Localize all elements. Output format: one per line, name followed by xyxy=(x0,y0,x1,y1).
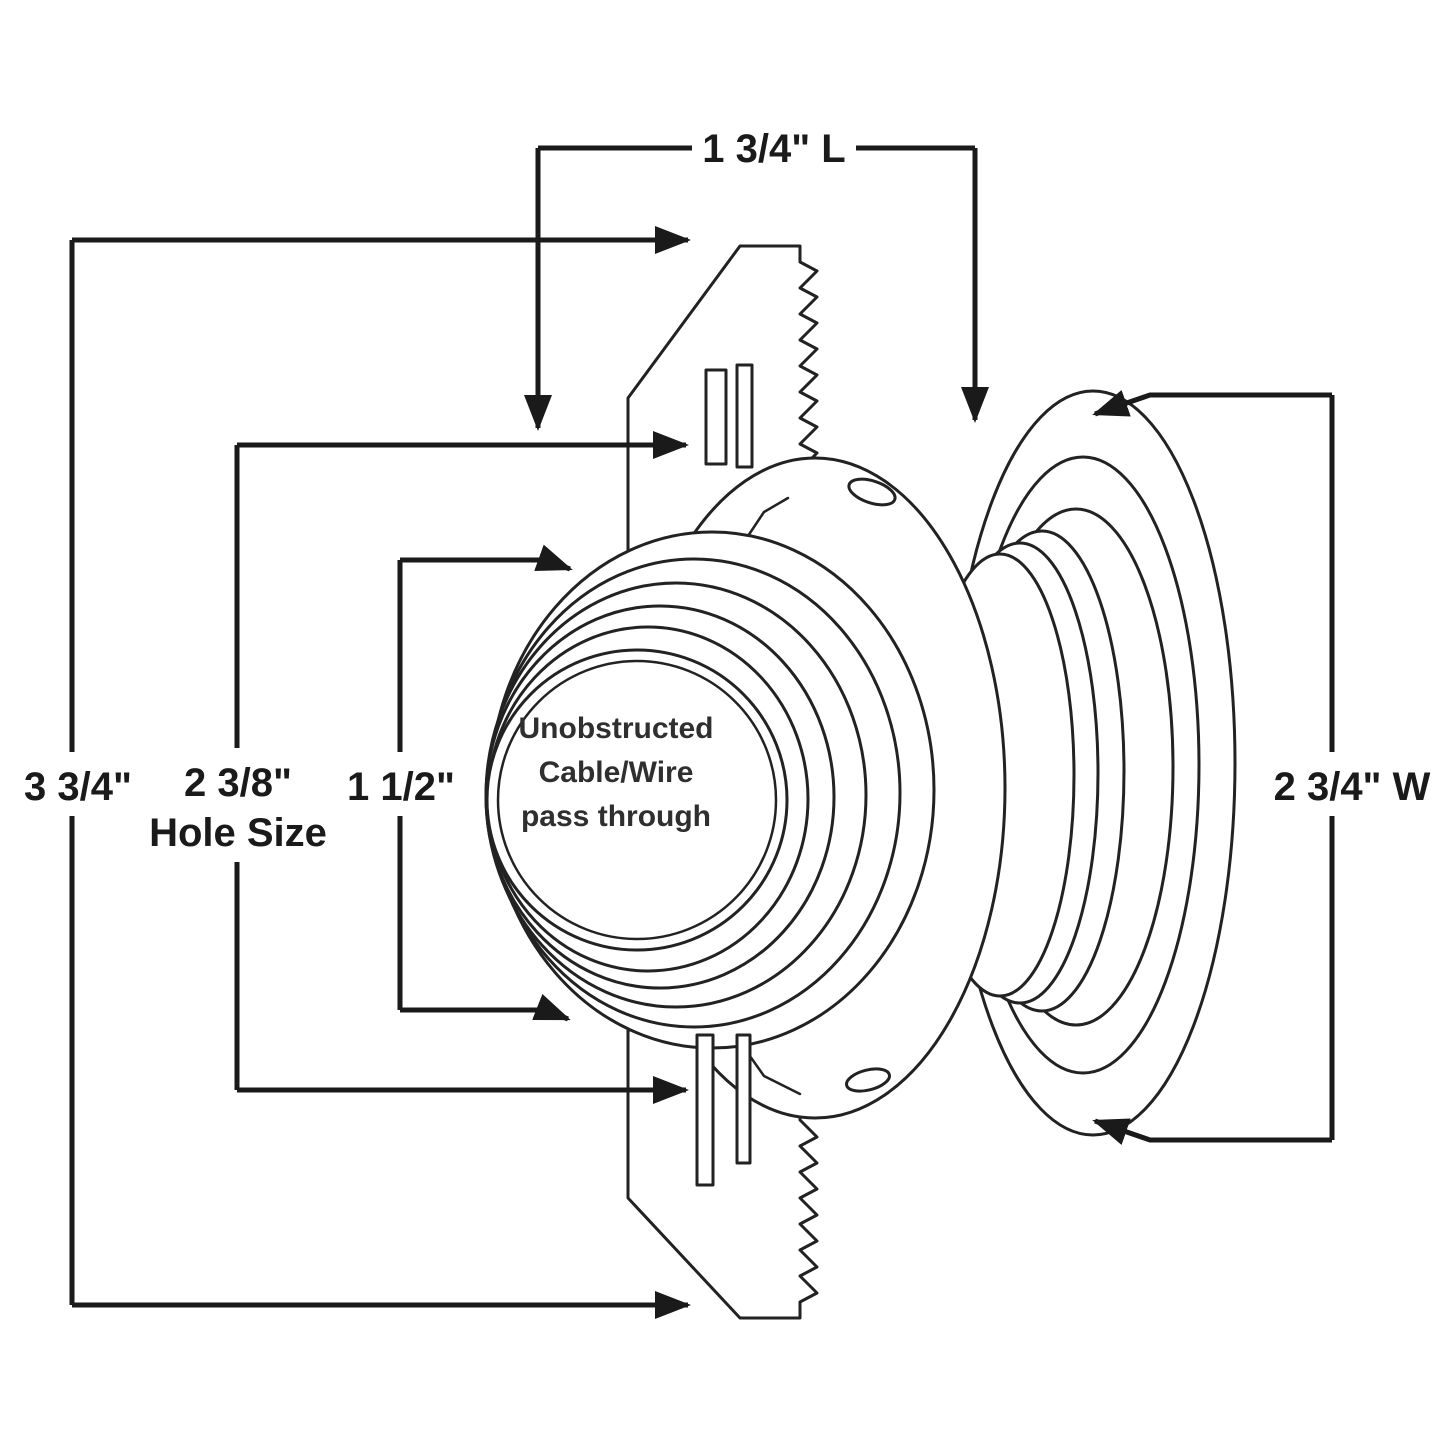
top-spring-tab-right xyxy=(735,363,754,469)
dimension-annotations: 1 3/4" L 3 3/4" 2 3/8" Hole Size 1 1/2" xyxy=(12,114,1442,1319)
front-face-inner xyxy=(496,659,778,941)
dim-width-top-extension xyxy=(1092,389,1332,417)
dim-top-label-mask xyxy=(692,114,856,178)
body-facet-line-upper xyxy=(740,496,790,547)
grommet-drawing: Unobstructed Cable/Wire pass through xyxy=(484,244,1237,1320)
center-label-line1: Unobstructed xyxy=(519,712,714,745)
front-face-outer xyxy=(485,648,789,952)
dim-width-bottom-extension xyxy=(1092,1118,1332,1146)
screw-hole-bottom xyxy=(845,1067,891,1093)
top-spring-tab-left xyxy=(704,368,728,466)
dim-passthrough-label: 1 1/2" xyxy=(347,765,455,809)
dim-hole-value-label: 2 3/8" xyxy=(184,761,292,805)
dim-top-label: 1 3/4" L xyxy=(702,127,845,171)
dim-passthrough-bottom-extension xyxy=(400,993,571,1022)
dim-width-label-mask xyxy=(1260,752,1442,816)
dim-passthrough-top-extension xyxy=(400,544,573,572)
center-label-line3: pass through xyxy=(521,800,711,833)
dim-hole-label-mask xyxy=(148,748,328,862)
dim-height-label: 3 3/4" xyxy=(24,765,132,809)
bottom-spring-tab-right xyxy=(735,1033,752,1165)
dim-width-label: 2 3/4" W xyxy=(1274,765,1431,809)
dim-passthrough-label-mask xyxy=(330,752,470,816)
screw-hole-top xyxy=(847,477,897,507)
center-label-line2: Cable/Wire xyxy=(539,756,694,789)
dim-height-label-mask xyxy=(12,752,144,816)
bottom-spring-tab-left xyxy=(695,1033,715,1187)
dim-hole-caption-label: Hole Size xyxy=(149,811,327,855)
